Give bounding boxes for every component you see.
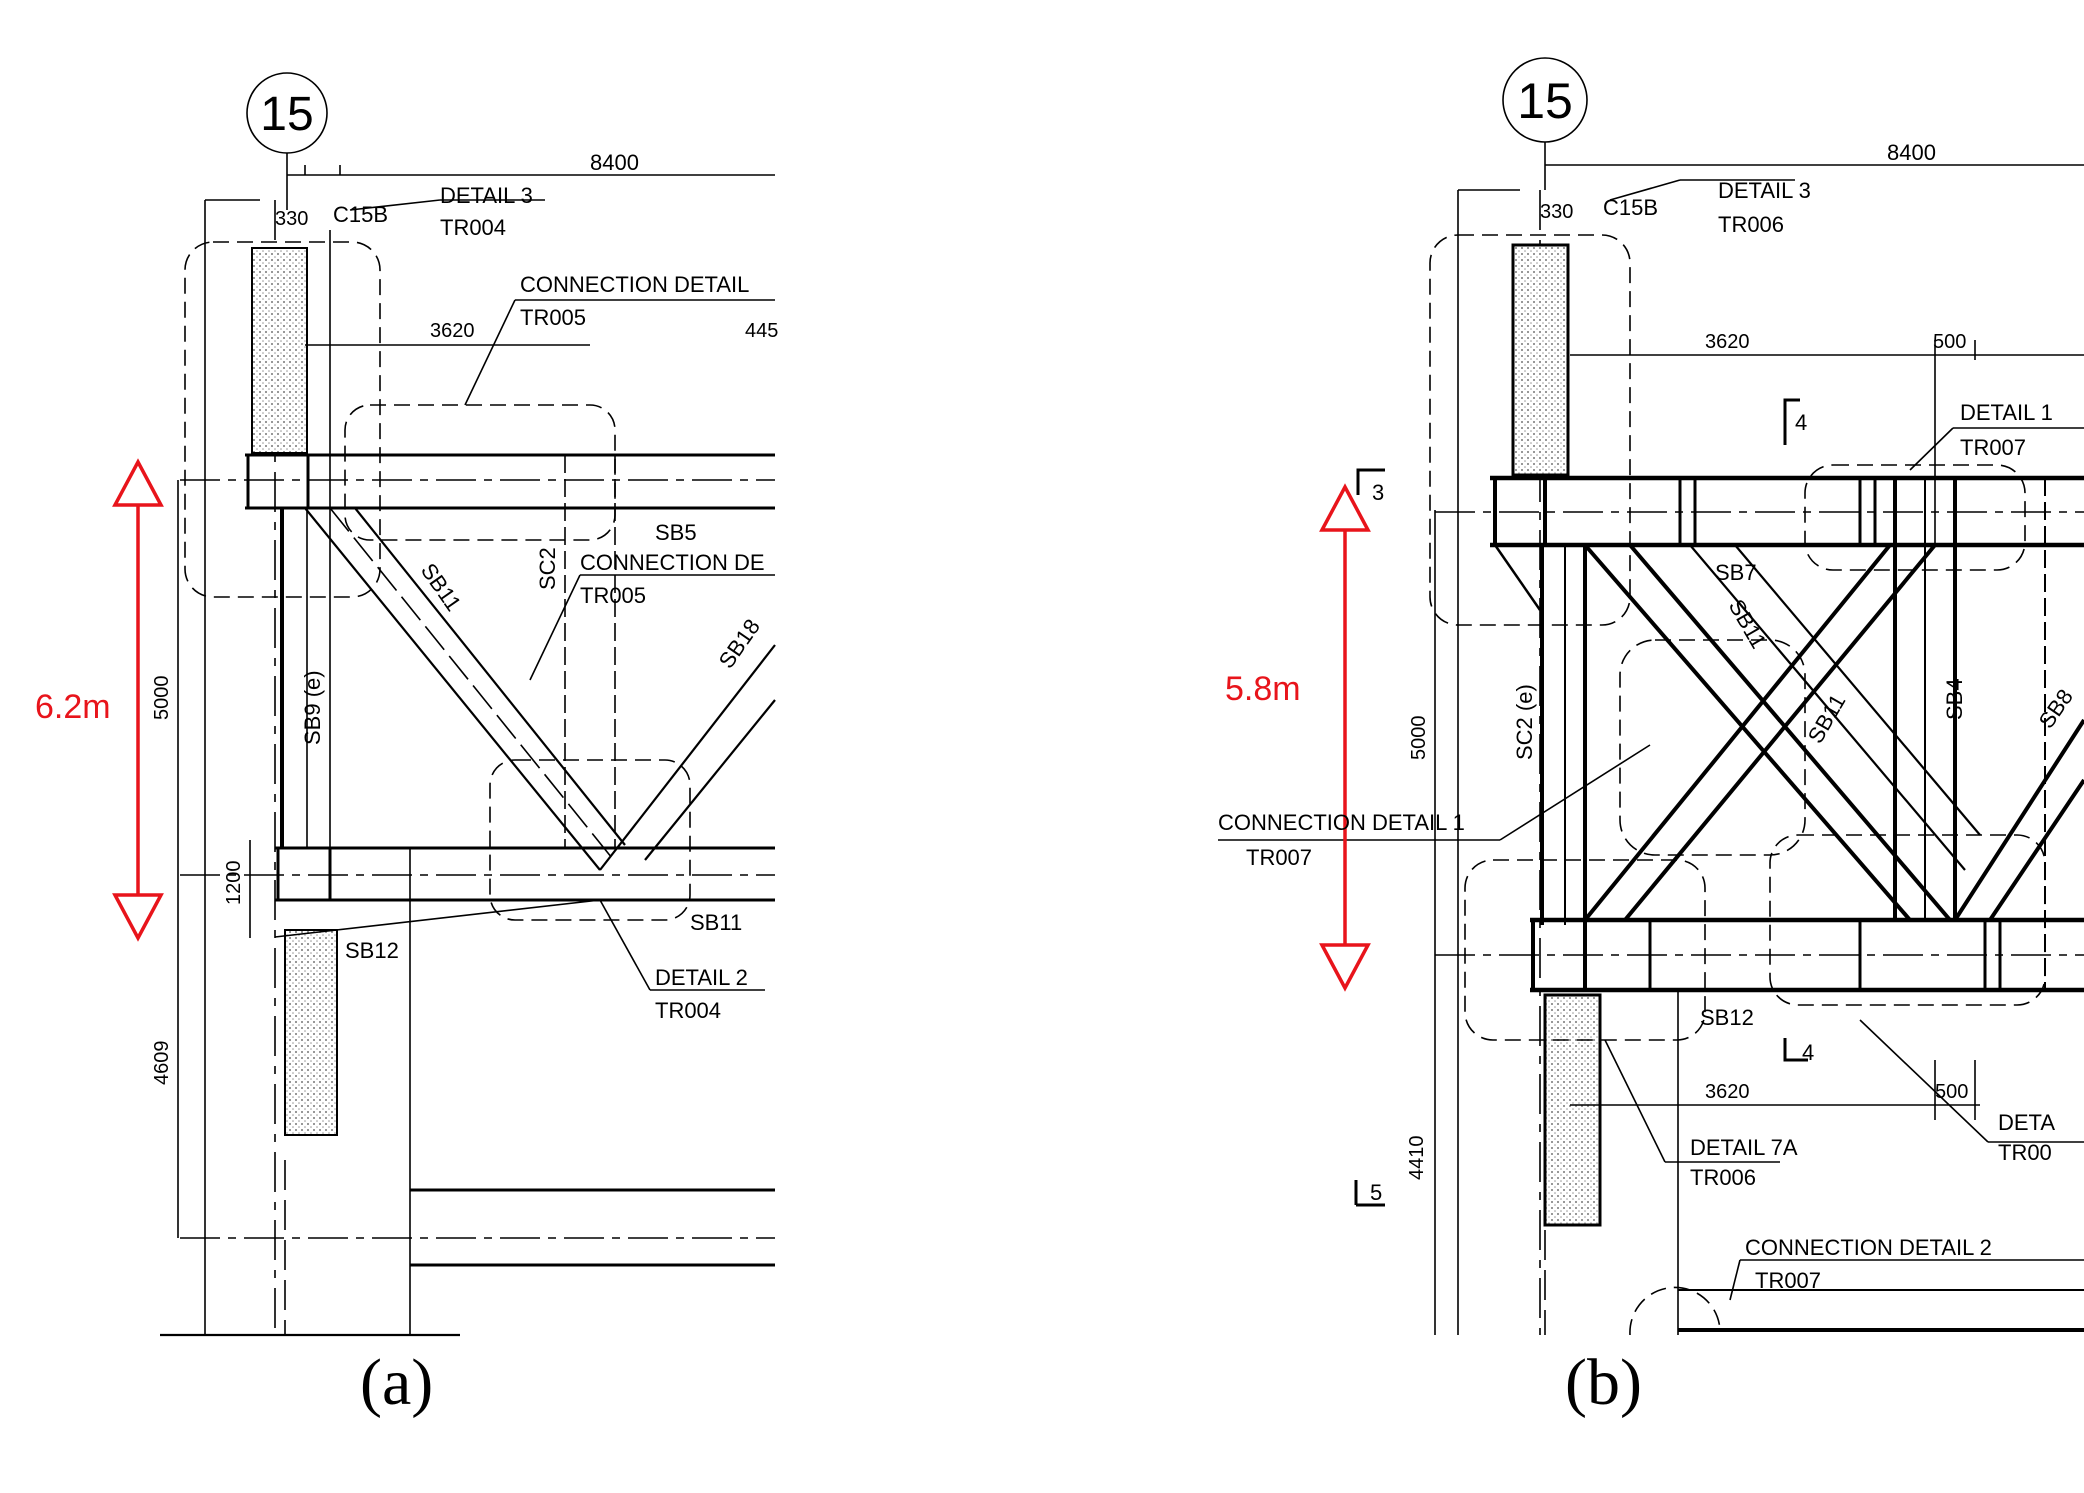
label-c15b-b: C15B — [1603, 195, 1658, 220]
label-conn-mid-title-a: CONNECTION DE — [580, 550, 765, 575]
label-detail3-title-b: DETAIL 3 — [1718, 178, 1811, 203]
dim-col-width-a: 330 — [275, 208, 308, 230]
dim-3620-b: 3620 — [1705, 331, 1750, 353]
label-deta-title-b: DETA — [1998, 1110, 2055, 1135]
label-sb11-low-a: SB11 — [690, 910, 742, 935]
label-detail3-ref-a: TR004 — [440, 215, 506, 240]
dim-3620-low-b: 3620 — [1705, 1081, 1750, 1103]
label-detail7a-title-b: DETAIL 7A — [1690, 1135, 1798, 1160]
panel-a-drawing: 15 8400 330 C15B DETAIL 3 TR004 CONNECTI… — [0, 0, 1040, 1493]
label-detail2-title-a: DETAIL 2 — [655, 965, 748, 990]
label-sc2-a: SC2 — [535, 547, 560, 590]
label-conn-top-ref-a: TR005 — [520, 305, 586, 330]
dim-3620-a: 3620 — [430, 320, 475, 342]
height-marker-a-label: 6.2m — [35, 688, 111, 726]
label-sc2-b: SC2 (e) — [1512, 684, 1537, 760]
height-marker-b-label: 5.8m — [1225, 670, 1301, 708]
label-sb4-b: SB4 — [1942, 678, 1967, 720]
section-5-b: 5 — [1370, 1180, 1382, 1205]
label-conn-mid-ref-a: TR005 — [580, 583, 646, 608]
dim-top-span-b: 8400 — [1887, 140, 1936, 165]
dim-5000-b: 5000 — [1408, 716, 1430, 761]
dim-500-b: 500 — [1933, 331, 1966, 353]
dim-5000-a: 5000 — [151, 676, 173, 721]
caption-a: (a) — [360, 1346, 434, 1419]
label-sb5-a: SB5 — [655, 520, 697, 545]
dim-4410-b: 4410 — [1406, 1136, 1428, 1181]
dim-col-width-b: 330 — [1540, 201, 1573, 223]
section-4-top-b: 4 — [1795, 410, 1807, 435]
label-detail3-title-a: DETAIL 3 — [440, 183, 533, 208]
height-marker-a — [112, 458, 164, 942]
dim-1200-a: 1200 — [223, 861, 245, 906]
panel-a-svg: 15 8400 330 C15B DETAIL 3 TR004 CONNECTI… — [35, 72, 778, 1337]
label-sb7-b: SB7 — [1715, 560, 1757, 585]
grid-bubble-b-label: 15 — [1517, 73, 1573, 129]
label-deta-ref-b: TR00 — [1998, 1140, 2052, 1165]
section-4-low-b: 4 — [1802, 1040, 1814, 1065]
label-conn2-ref-b: TR007 — [1755, 1268, 1821, 1293]
dim-4609-a: 4609 — [151, 1041, 173, 1086]
label-sb12-b: SB12 — [1700, 1005, 1754, 1030]
height-marker-b — [1319, 483, 1371, 992]
dim-top-span-a: 8400 — [590, 150, 639, 175]
label-sb9-a: SB9 (e) — [300, 670, 325, 745]
label-conn-top-title-a: CONNECTION DETAIL — [520, 272, 749, 297]
label-sb18-a: SB18 — [714, 614, 765, 672]
panel-b-svg: 15 8400 330 C15B DETAIL 3 TR006 3620 500… — [1218, 57, 2084, 1336]
label-conn1-title-b: CONNECTION DETAIL 1 — [1218, 810, 1465, 835]
label-conn2-title-b: CONNECTION DETAIL 2 — [1745, 1235, 1992, 1260]
label-c15b-a: C15B — [333, 202, 388, 227]
label-conn1-ref-b: TR007 — [1246, 845, 1312, 870]
section-3-b: 3 — [1372, 480, 1384, 505]
dim-500-low-b: 500 — [1935, 1081, 1968, 1103]
label-sb8-b: SB8 — [2034, 684, 2078, 732]
label-sb11-a-b: SB11 — [1724, 595, 1772, 653]
label-detail2-ref-a: TR004 — [655, 998, 721, 1023]
label-detail7a-ref-b: TR006 — [1690, 1165, 1756, 1190]
caption-b: (b) — [1565, 1346, 1642, 1419]
dim-445-a: 445 — [745, 320, 778, 342]
label-sb12-a: SB12 — [345, 938, 399, 963]
label-detail1-ref-b: TR007 — [1960, 435, 2026, 460]
label-sb11-diag-a: SB11 — [416, 559, 466, 616]
label-detail1-title-b: DETAIL 1 — [1960, 400, 2053, 425]
panel-b-drawing: 15 8400 330 C15B DETAIL 3 TR006 3620 500… — [1040, 0, 2084, 1493]
grid-bubble-a-label: 15 — [260, 88, 313, 141]
label-detail3-ref-b: TR006 — [1718, 212, 1784, 237]
